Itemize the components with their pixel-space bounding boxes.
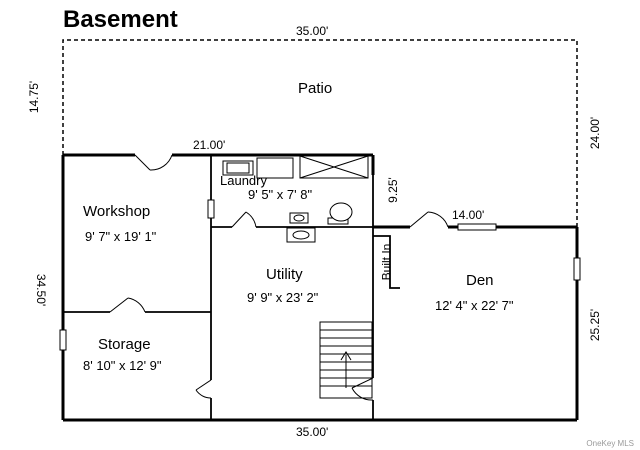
- room-laundry-size: 9' 5" x 7' 8": [248, 187, 313, 202]
- built-in-label: Built In: [379, 243, 394, 281]
- room-patio-name: Patio: [298, 80, 333, 97]
- room-utility-size: 9' 9" x 23' 2": [247, 290, 319, 305]
- laundry-fixtures: [222, 155, 369, 179]
- doors: [109, 154, 449, 401]
- utility-fixtures: [286, 202, 353, 243]
- dimension-laundry-side: 9.25': [385, 177, 400, 203]
- dimension-bottom: 35.00': [296, 425, 329, 439]
- patio-outline: [62, 39, 578, 227]
- stairs: [319, 321, 373, 399]
- dimension-left-side: 34.50': [34, 273, 49, 307]
- dimension-mid: 21.00': [193, 138, 226, 152]
- dimension-den-right: 25.25': [588, 308, 603, 342]
- room-storage-size: 8' 10" x 12' 9": [83, 358, 162, 373]
- dimension-den-top: 14.00': [452, 208, 485, 222]
- room-workshop-name: Workshop: [83, 203, 151, 220]
- room-workshop-size: 9' 7" x 19' 1": [85, 229, 157, 244]
- dimension-top: 35.00': [296, 24, 329, 38]
- room-laundry-name: Laundry: [220, 173, 267, 188]
- room-den-name: Den: [466, 272, 494, 289]
- exterior-walls: [61, 153, 579, 422]
- interior-walls: [63, 155, 400, 420]
- room-storage-name: Storage: [98, 336, 151, 353]
- dimension-patio-left: 14.75': [27, 80, 42, 114]
- windows: [59, 199, 581, 351]
- room-den-size: 12' 4" x 22' 7": [435, 298, 514, 313]
- room-utility-name: Utility: [266, 266, 303, 283]
- dimension-patio-right: 24.00': [588, 116, 603, 150]
- watermark: OneKey MLS: [586, 439, 634, 448]
- page-title: Basement: [63, 6, 178, 33]
